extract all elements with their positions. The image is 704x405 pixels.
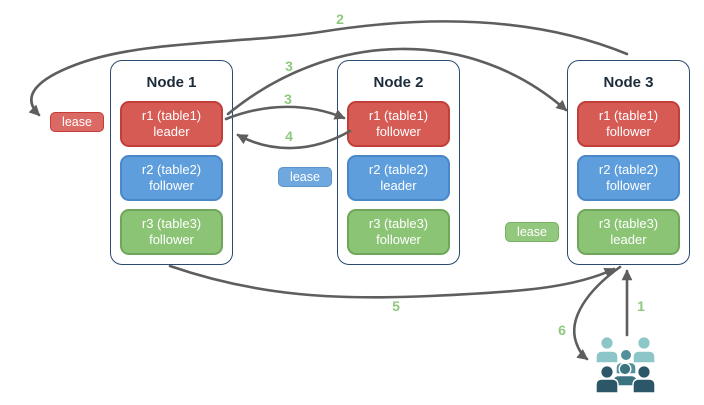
replica-name: r3 (table3) xyxy=(368,216,429,231)
replica-name: r3 (table3) xyxy=(141,216,202,231)
node-2-title: Node 2 xyxy=(373,74,424,91)
replica-role: leader xyxy=(610,232,647,247)
node-1-replica-r2: r2 (table2) follower xyxy=(120,155,223,201)
step-label-1: 1 xyxy=(637,298,645,314)
replica-role: leader xyxy=(153,124,190,139)
step-label-5: 5 xyxy=(392,298,400,314)
replica-role: follower xyxy=(376,124,421,139)
node-2-box: Node 2 r1 (table1) follower r2 (table2) … xyxy=(337,60,460,265)
arrow-step-3-to-node2 xyxy=(224,105,346,121)
replica-role: follower xyxy=(376,232,421,247)
node-3-replica-r2: r2 (table2) follower xyxy=(577,155,680,201)
node-3-title: Node 3 xyxy=(603,74,654,91)
replica-name: r1 (table1) xyxy=(598,108,659,123)
arrow-step-5 xyxy=(168,264,616,299)
replica-role: leader xyxy=(380,178,417,193)
person-back-left xyxy=(595,336,619,364)
node-2-replica-r1: r1 (table1) follower xyxy=(347,101,450,147)
replica-role: follower xyxy=(149,232,194,247)
lease-badge-blue: lease xyxy=(278,167,332,187)
step-label-6: 6 xyxy=(558,322,566,338)
replica-role: follower xyxy=(606,178,651,193)
node-3-replica-r3: r3 (table3) leader xyxy=(577,209,680,255)
person-middle-center xyxy=(615,348,637,375)
replica-role: follower xyxy=(606,124,651,139)
node-2-replica-r2: r2 (table2) leader xyxy=(347,155,450,201)
node-3-box: Node 3 r1 (table1) follower r2 (table2) … xyxy=(567,60,690,265)
person-back-right xyxy=(632,336,656,364)
replica-role: follower xyxy=(149,178,194,193)
node-1-box: Node 1 r1 (table1) leader r2 (table2) fo… xyxy=(110,60,233,265)
lease-badge-red: lease xyxy=(50,112,104,132)
replica-name: r3 (table3) xyxy=(598,216,659,231)
person-front-left xyxy=(595,365,619,394)
node-1-replica-r1: r1 (table1) leader xyxy=(120,101,223,147)
replica-name: r1 (table1) xyxy=(141,108,202,123)
node-2-replica-r3: r3 (table3) follower xyxy=(347,209,450,255)
step-label-3b: 3 xyxy=(284,91,292,107)
step-label-2: 2 xyxy=(336,11,344,27)
node-1-replica-r3: r3 (table3) follower xyxy=(120,209,223,255)
person-front-center xyxy=(612,362,638,387)
lease-badge-green: lease xyxy=(505,222,559,242)
replica-name: r1 (table1) xyxy=(368,108,429,123)
arrow-step-6 xyxy=(573,265,622,361)
person-front-right xyxy=(632,365,656,394)
node-3-replica-r1: r1 (table1) follower xyxy=(577,101,680,147)
step-label-3a: 3 xyxy=(285,58,293,74)
step-label-4: 4 xyxy=(285,128,293,144)
arrow-step-4 xyxy=(236,129,352,150)
replica-name: r2 (table2) xyxy=(368,162,429,177)
replica-name: r2 (table2) xyxy=(141,162,202,177)
replica-name: r2 (table2) xyxy=(598,162,659,177)
node-1-title: Node 1 xyxy=(146,74,197,91)
